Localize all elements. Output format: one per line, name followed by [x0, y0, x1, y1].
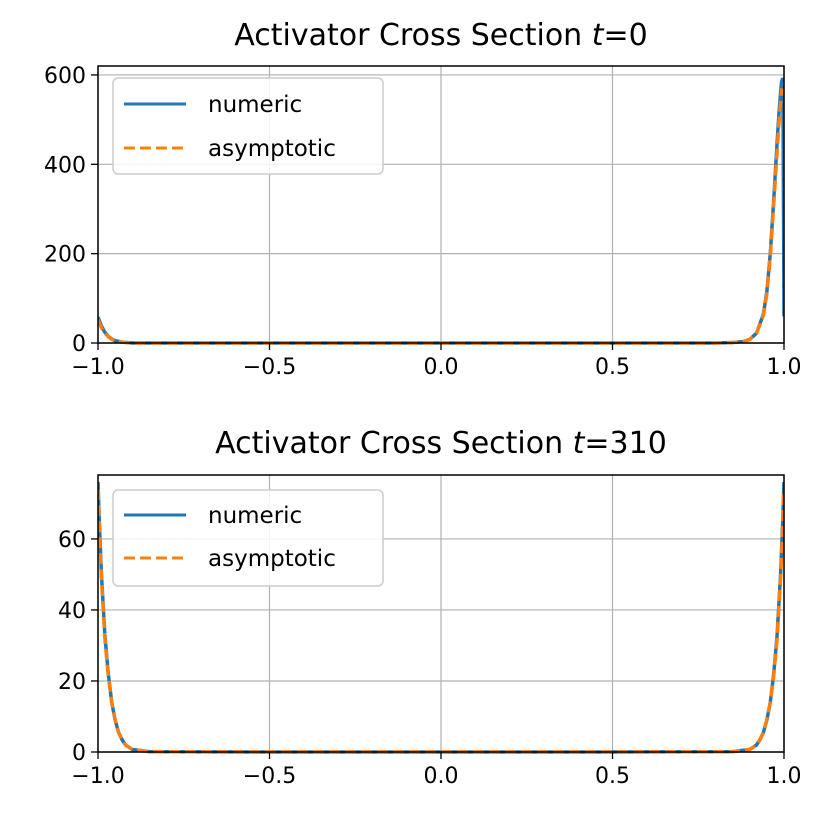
- title-prefix: Activator Cross Section: [234, 18, 591, 53]
- y-tick-label: 600: [44, 64, 86, 89]
- legend-label-numeric: numeric: [208, 92, 302, 118]
- x-tick-label: 0.5: [595, 355, 630, 380]
- y-tick-label: 40: [58, 599, 86, 624]
- chart-title-top: Activator Cross Section t=0: [234, 18, 647, 53]
- y-tick-label: 0: [72, 332, 86, 357]
- y-tick-label: 400: [44, 153, 86, 178]
- series-line-asymptotic: [98, 489, 784, 754]
- y-tick-label: 200: [44, 243, 86, 268]
- chart-title-bottom: Activator Cross Section t=310: [215, 426, 667, 461]
- x-tick-label: 1.0: [767, 764, 802, 789]
- x-tick-label: 1.0: [767, 355, 802, 380]
- legend-label-asymptotic: asymptotic: [208, 136, 336, 162]
- title-suffix: =310: [584, 426, 666, 461]
- title-var: t: [573, 426, 586, 461]
- x-tick-label: −1.0: [71, 764, 124, 789]
- series-line-asymptotic: [98, 87, 784, 345]
- legend-label-asymptotic: asymptotic: [208, 546, 336, 572]
- ticks-top: −1.0 −0.5 0.0 0.5 1.0 0 200 400 600: [44, 64, 802, 380]
- y-tick-label: 0: [72, 741, 86, 766]
- x-tick-label: 0.0: [424, 764, 459, 789]
- y-tick-label: 60: [58, 528, 86, 553]
- subplot-top: Activator Cross Section t=0 −1.0 −0.5 0.0 0…: [44, 18, 802, 380]
- legend-bottom: numeric asymptotic: [112, 489, 384, 587]
- series-top: [98, 77, 784, 345]
- x-tick-label: 0.0: [424, 355, 459, 380]
- title-var: t: [592, 18, 605, 53]
- legend-label-numeric: numeric: [208, 503, 302, 529]
- subplot-bottom: Activator Cross Section t=310 −1.0 −0.5 0.…: [58, 426, 802, 789]
- legend-box: [112, 77, 384, 175]
- ticks-bottom: −1.0 −0.5 0.0 0.5 1.0 0 20 40 60: [58, 528, 802, 789]
- x-tick-label: −0.5: [243, 355, 296, 380]
- title-prefix: Activator Cross Section: [215, 426, 572, 461]
- y-tick-label: 20: [58, 670, 86, 695]
- x-tick-label: 0.5: [595, 764, 630, 789]
- x-tick-label: −0.5: [243, 764, 296, 789]
- title-suffix: =0: [604, 18, 648, 53]
- legend-top: numeric asymptotic: [112, 77, 384, 175]
- x-tick-label: −1.0: [71, 355, 124, 380]
